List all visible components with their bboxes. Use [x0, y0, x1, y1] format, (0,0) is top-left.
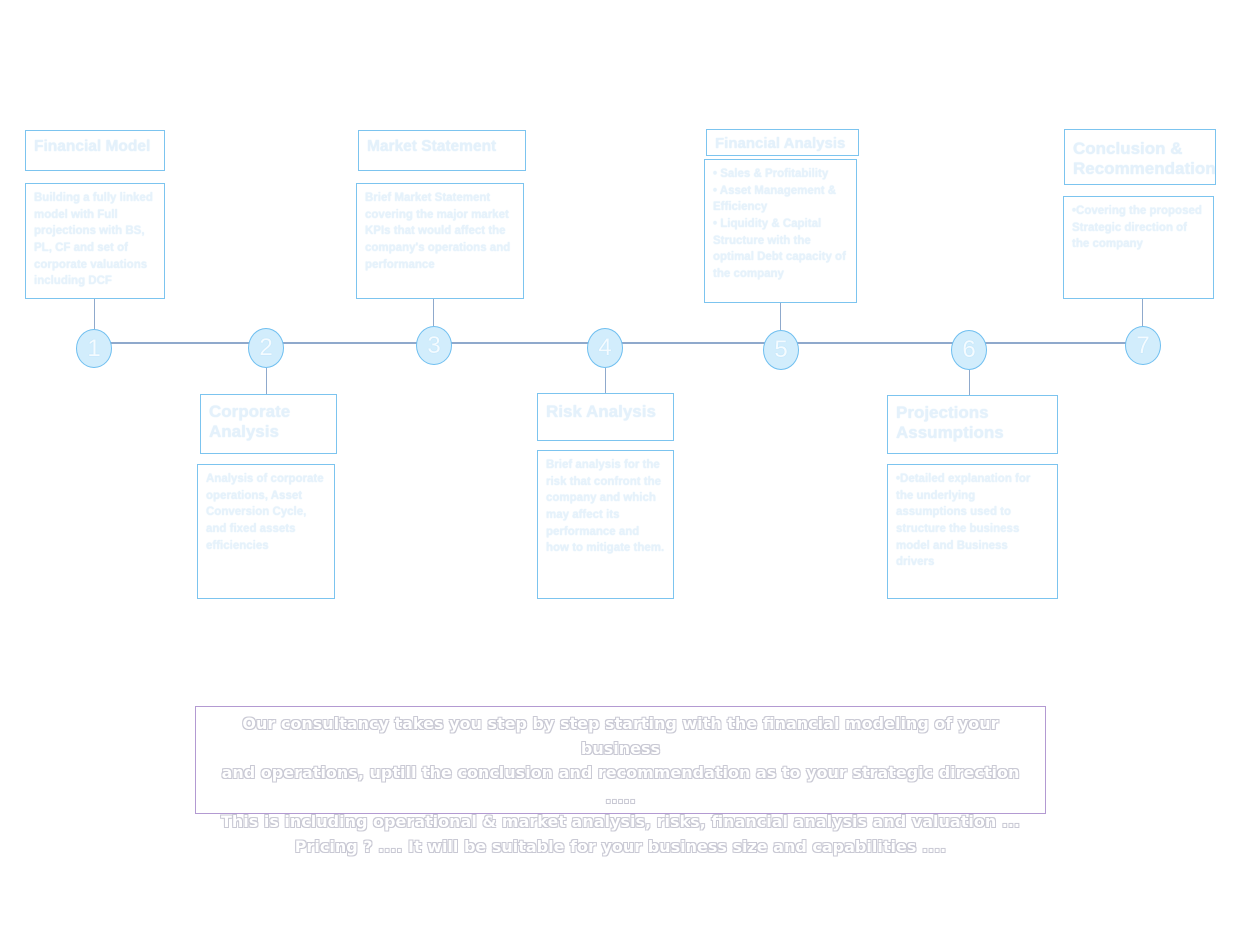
summary-line: Pricing ? .... It will be suitable for y… [294, 836, 947, 856]
step-6-description: •Detailed explanation for the underlying… [887, 464, 1058, 599]
summary-line: and operations, uptill the conclusion an… [221, 763, 1020, 807]
step-5-connector [780, 303, 781, 330]
step-7-description: •Covering the proposed Strategic directi… [1063, 196, 1214, 299]
summary-line: This is including operational & market a… [220, 812, 1021, 831]
step-4-connector [605, 368, 606, 393]
step-1-line: Building a fully linked model with Full … [34, 192, 153, 288]
step-5-line: • Liquidity & Capital Structure with the… [713, 218, 846, 281]
step-6-line: •Detailed explanation for the underlying… [896, 473, 1031, 569]
step-6-title: Projections Assumptions [887, 395, 1058, 454]
step-3-line: Brief Market Statement covering the majo… [365, 192, 511, 271]
step-2-description: Analysis of corporate operations, Asset … [197, 464, 335, 599]
step-2-line: Analysis of corporate operations, Asset … [206, 473, 324, 552]
step-2-node: 2 [248, 328, 284, 368]
step-2-connector [266, 368, 267, 394]
step-1-connector [94, 299, 95, 329]
step-4-node: 4 [587, 328, 623, 368]
step-3-node: 3 [416, 326, 452, 365]
step-1-title: Financial Model [25, 130, 165, 171]
step-4-title: Risk Analysis [537, 393, 674, 441]
step-3-title: Market Statement [358, 130, 526, 171]
step-7-node: 7 [1125, 326, 1161, 365]
step-1-description: Building a fully linked model with Full … [25, 183, 165, 299]
step-5-description: • Sales & Profitability • Asset Manageme… [704, 159, 857, 303]
step-4-description: Brief analysis for the risk that confron… [537, 450, 674, 599]
step-7-line: •Covering the proposed Strategic directi… [1072, 205, 1202, 251]
step-6-node: 6 [951, 330, 987, 370]
step-6-connector [969, 370, 970, 395]
step-2-title: Corporate Analysis [200, 394, 337, 454]
consultancy-summary-box: Our consultancy takes you step by step s… [195, 706, 1046, 856]
step-3-connector [433, 299, 434, 326]
step-3-description: Brief Market Statement covering the majo… [356, 183, 524, 299]
step-5-title: Financial Analysis [706, 129, 859, 156]
step-5-line: • Asset Management & Efficiency [713, 184, 837, 214]
step-4-line: Brief analysis for the risk that confron… [546, 459, 665, 555]
step-5-node: 5 [763, 330, 799, 370]
step-7-connector [1142, 299, 1143, 326]
step-5-line: • Sales & Profitability [713, 168, 829, 180]
step-7-title: Conclusion & Recommendation [1064, 129, 1216, 185]
step-1-node: 1 [76, 329, 112, 368]
summary-line: Our consultancy takes you step by step s… [242, 714, 999, 758]
